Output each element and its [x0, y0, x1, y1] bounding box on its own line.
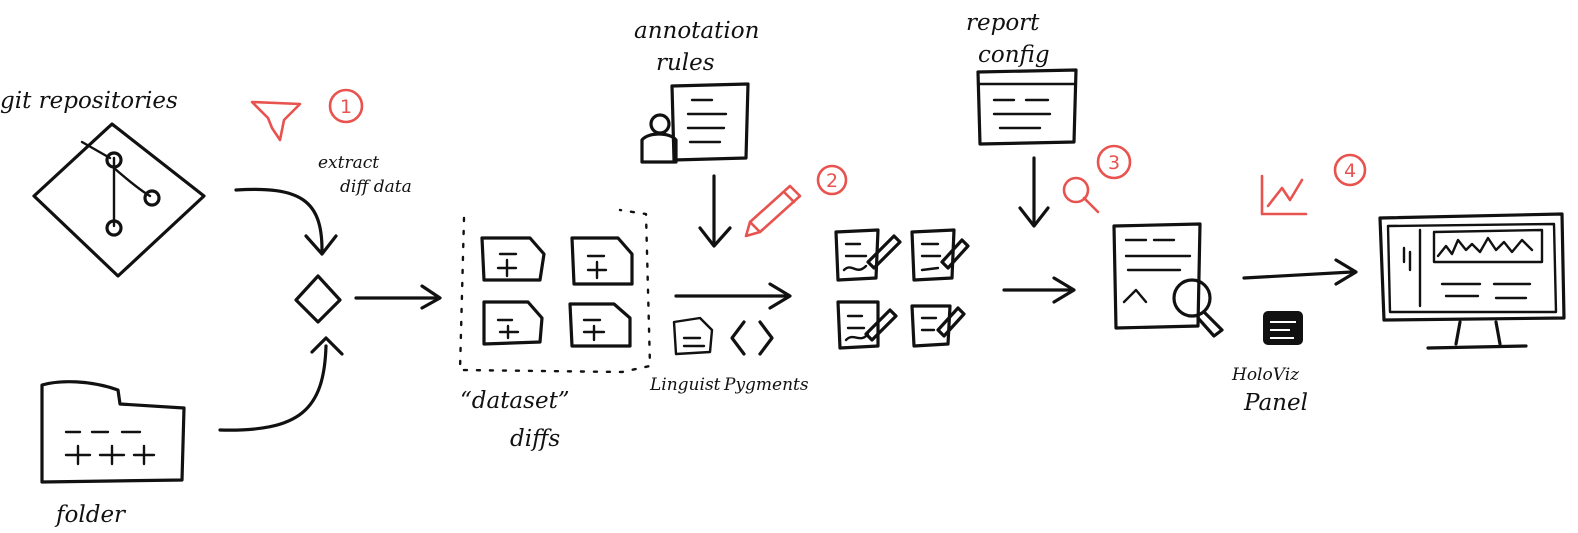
arrowhead-down — [304, 234, 338, 256]
label-dataset: “dataset” — [460, 388, 570, 414]
step-badge-2: 2 — [816, 164, 848, 196]
label-holoviz: HoloViz — [1231, 365, 1300, 385]
label-report: report — [966, 10, 1040, 36]
label-config: config — [978, 42, 1050, 68]
label-annotation: annotation — [634, 18, 759, 44]
label-linguist: Linguist — [649, 375, 721, 395]
magnifier-icon — [1062, 176, 1100, 214]
svg-text:2: 2 — [826, 170, 838, 192]
label-pygments: Pygments — [723, 375, 809, 395]
label-extract: extract — [318, 153, 379, 173]
step-badge-3: 3 — [1096, 144, 1132, 180]
arrowhead-right — [768, 282, 792, 310]
arrow-report-to-dashboard — [1242, 270, 1354, 280]
linguist-icon — [672, 316, 714, 356]
svg-text:3: 3 — [1108, 152, 1120, 174]
annotated-file-icon — [910, 228, 970, 282]
diff-file-icon — [570, 236, 634, 286]
arrowhead-down — [1018, 206, 1050, 228]
diff-file-icon — [482, 300, 544, 346]
holoviz-logo — [1263, 311, 1303, 345]
arrowhead-right — [1052, 276, 1076, 304]
funnel-icon — [250, 100, 302, 142]
label-diffs: diffs — [510, 426, 560, 452]
step-badge-4: 4 — [1333, 153, 1367, 187]
arrowhead-right — [1334, 258, 1358, 286]
step-badge-1: 1 — [328, 88, 364, 124]
document-icon — [670, 82, 750, 162]
annotated-file-icon — [834, 228, 902, 282]
folder-icon — [40, 380, 186, 484]
arrow-folder-to-merge — [218, 344, 328, 432]
report-icon — [1112, 222, 1224, 338]
dataset-dotted-box — [458, 208, 652, 374]
arrow-git-to-merge — [234, 187, 324, 252]
label-panel: Panel — [1243, 390, 1308, 416]
code-brackets-icon — [730, 320, 774, 356]
merge-node — [294, 274, 342, 324]
label-folder: folder — [54, 502, 127, 528]
git-repo-icon — [32, 122, 206, 278]
line-chart-icon — [1260, 174, 1308, 216]
arrowhead-right — [420, 284, 442, 310]
label-diff-data: diff data — [340, 177, 412, 197]
arrowhead-down — [698, 226, 732, 248]
label-rules: rules — [656, 50, 715, 76]
diff-file-icon — [568, 302, 632, 348]
arrowhead-up — [310, 336, 344, 356]
annotated-file-icon — [910, 304, 966, 348]
monitor-icon — [1378, 212, 1566, 350]
person-icon — [640, 113, 678, 164]
svg-text:1: 1 — [340, 96, 352, 118]
annotated-file-icon — [836, 300, 898, 350]
diff-file-icon — [480, 236, 546, 282]
label-git-repositories: git repositories — [0, 88, 178, 114]
svg-text:4: 4 — [1344, 160, 1356, 182]
pencil-icon — [744, 184, 802, 238]
document-icon — [976, 68, 1078, 146]
